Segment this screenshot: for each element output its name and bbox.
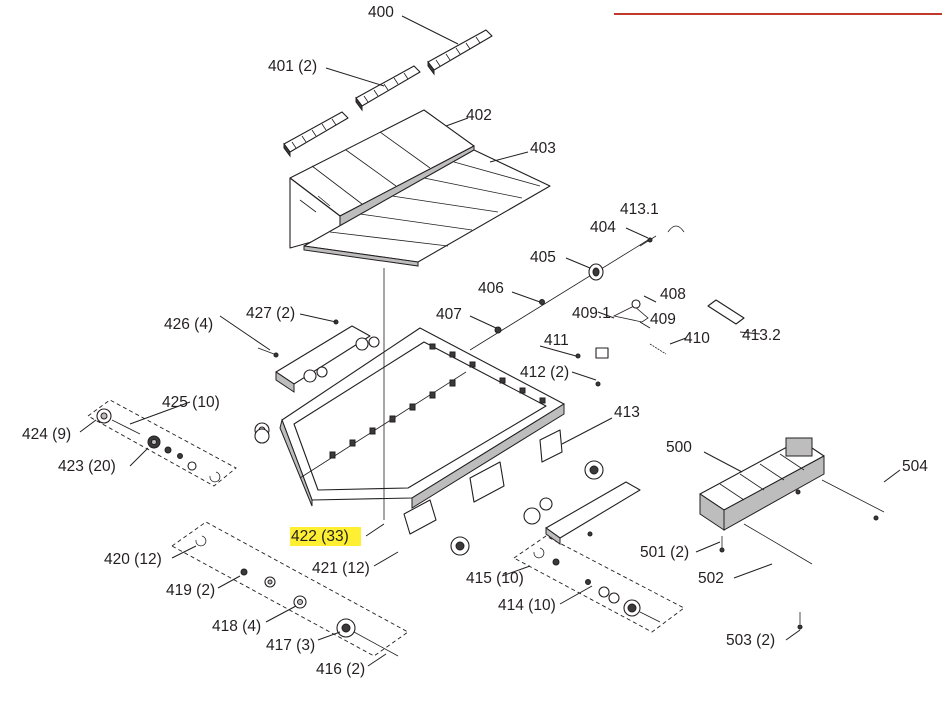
spring-410 bbox=[649, 343, 667, 355]
label-419: 419 (2) bbox=[166, 582, 215, 599]
label-421: 421 (12) bbox=[312, 560, 370, 577]
label-400: 400 bbox=[368, 4, 394, 21]
label-504: 504 bbox=[902, 458, 928, 475]
label-425: 425 (10) bbox=[162, 394, 220, 411]
tray-403 bbox=[303, 149, 551, 267]
label-413: 413 bbox=[614, 404, 640, 421]
label-411: 411 bbox=[544, 332, 569, 349]
label-402: 402 bbox=[466, 107, 492, 124]
label-503: 503 (2) bbox=[726, 632, 775, 649]
pin-404 bbox=[639, 235, 657, 247]
latch-411 bbox=[575, 347, 609, 387]
label-405: 405 bbox=[530, 249, 556, 266]
label-501: 501 (2) bbox=[640, 544, 689, 561]
rod-504 bbox=[821, 479, 885, 521]
label-410: 410 bbox=[684, 330, 710, 347]
label-407: 407 bbox=[436, 306, 462, 323]
label-highlight-422 bbox=[290, 527, 361, 546]
label-404: 404 bbox=[590, 219, 616, 236]
label-426: 426 (4) bbox=[164, 316, 213, 333]
knob-405 bbox=[588, 263, 604, 281]
label-420: 420 (12) bbox=[104, 551, 162, 568]
label-409-1: 409.1 bbox=[572, 305, 611, 322]
label-422: 422 (33) bbox=[291, 528, 349, 545]
clip-413-1 bbox=[667, 225, 685, 233]
screw-501 bbox=[719, 536, 725, 553]
rod-406 bbox=[469, 239, 649, 351]
label-427: 427 (2) bbox=[246, 305, 295, 322]
handle-409 bbox=[612, 299, 649, 323]
label-418: 418 (4) bbox=[212, 618, 261, 635]
frame-bracket-right bbox=[469, 429, 563, 503]
label-409: 409 bbox=[650, 311, 676, 328]
pin-413-2 bbox=[707, 299, 745, 325]
label-415: 415 (10) bbox=[466, 570, 524, 587]
axle-group-414 bbox=[513, 535, 685, 633]
base-frame bbox=[279, 268, 565, 520]
label-414: 414 (10) bbox=[498, 597, 556, 614]
label-500: 500 bbox=[666, 439, 692, 456]
rod-502 bbox=[743, 523, 813, 565]
label-403: 403 bbox=[530, 140, 556, 157]
comb-strip-401-b bbox=[283, 111, 349, 158]
label-502: 502 bbox=[698, 570, 724, 587]
comb-strip-400 bbox=[427, 29, 493, 76]
label-401: 401 (2) bbox=[268, 58, 317, 75]
label-413-1: 413.1 bbox=[620, 201, 659, 218]
organizer-500 bbox=[699, 437, 825, 531]
side-rail-427 bbox=[275, 325, 380, 393]
axle-group-416 bbox=[171, 521, 470, 657]
label-412: 412 (2) bbox=[520, 364, 569, 381]
label-423: 423 (20) bbox=[58, 458, 116, 475]
label-416: 416 (2) bbox=[316, 661, 365, 678]
side-rail-413 bbox=[523, 460, 641, 545]
label-424: 424 (9) bbox=[22, 426, 71, 443]
comb-strip-401-a bbox=[355, 65, 421, 112]
frame-bracket-bottom bbox=[403, 499, 437, 535]
label-408: 408 bbox=[660, 286, 686, 303]
screw-503 bbox=[797, 612, 803, 630]
label-406: 406 bbox=[478, 280, 504, 297]
label-417: 417 (3) bbox=[266, 637, 315, 654]
part-labels: 400 401 (2) 402 403 413.1 404 405 406 40… bbox=[22, 4, 928, 678]
leader-lines bbox=[79, 15, 901, 667]
axle-group-423 bbox=[87, 399, 270, 487]
label-413-2: 413.2 bbox=[742, 327, 781, 344]
